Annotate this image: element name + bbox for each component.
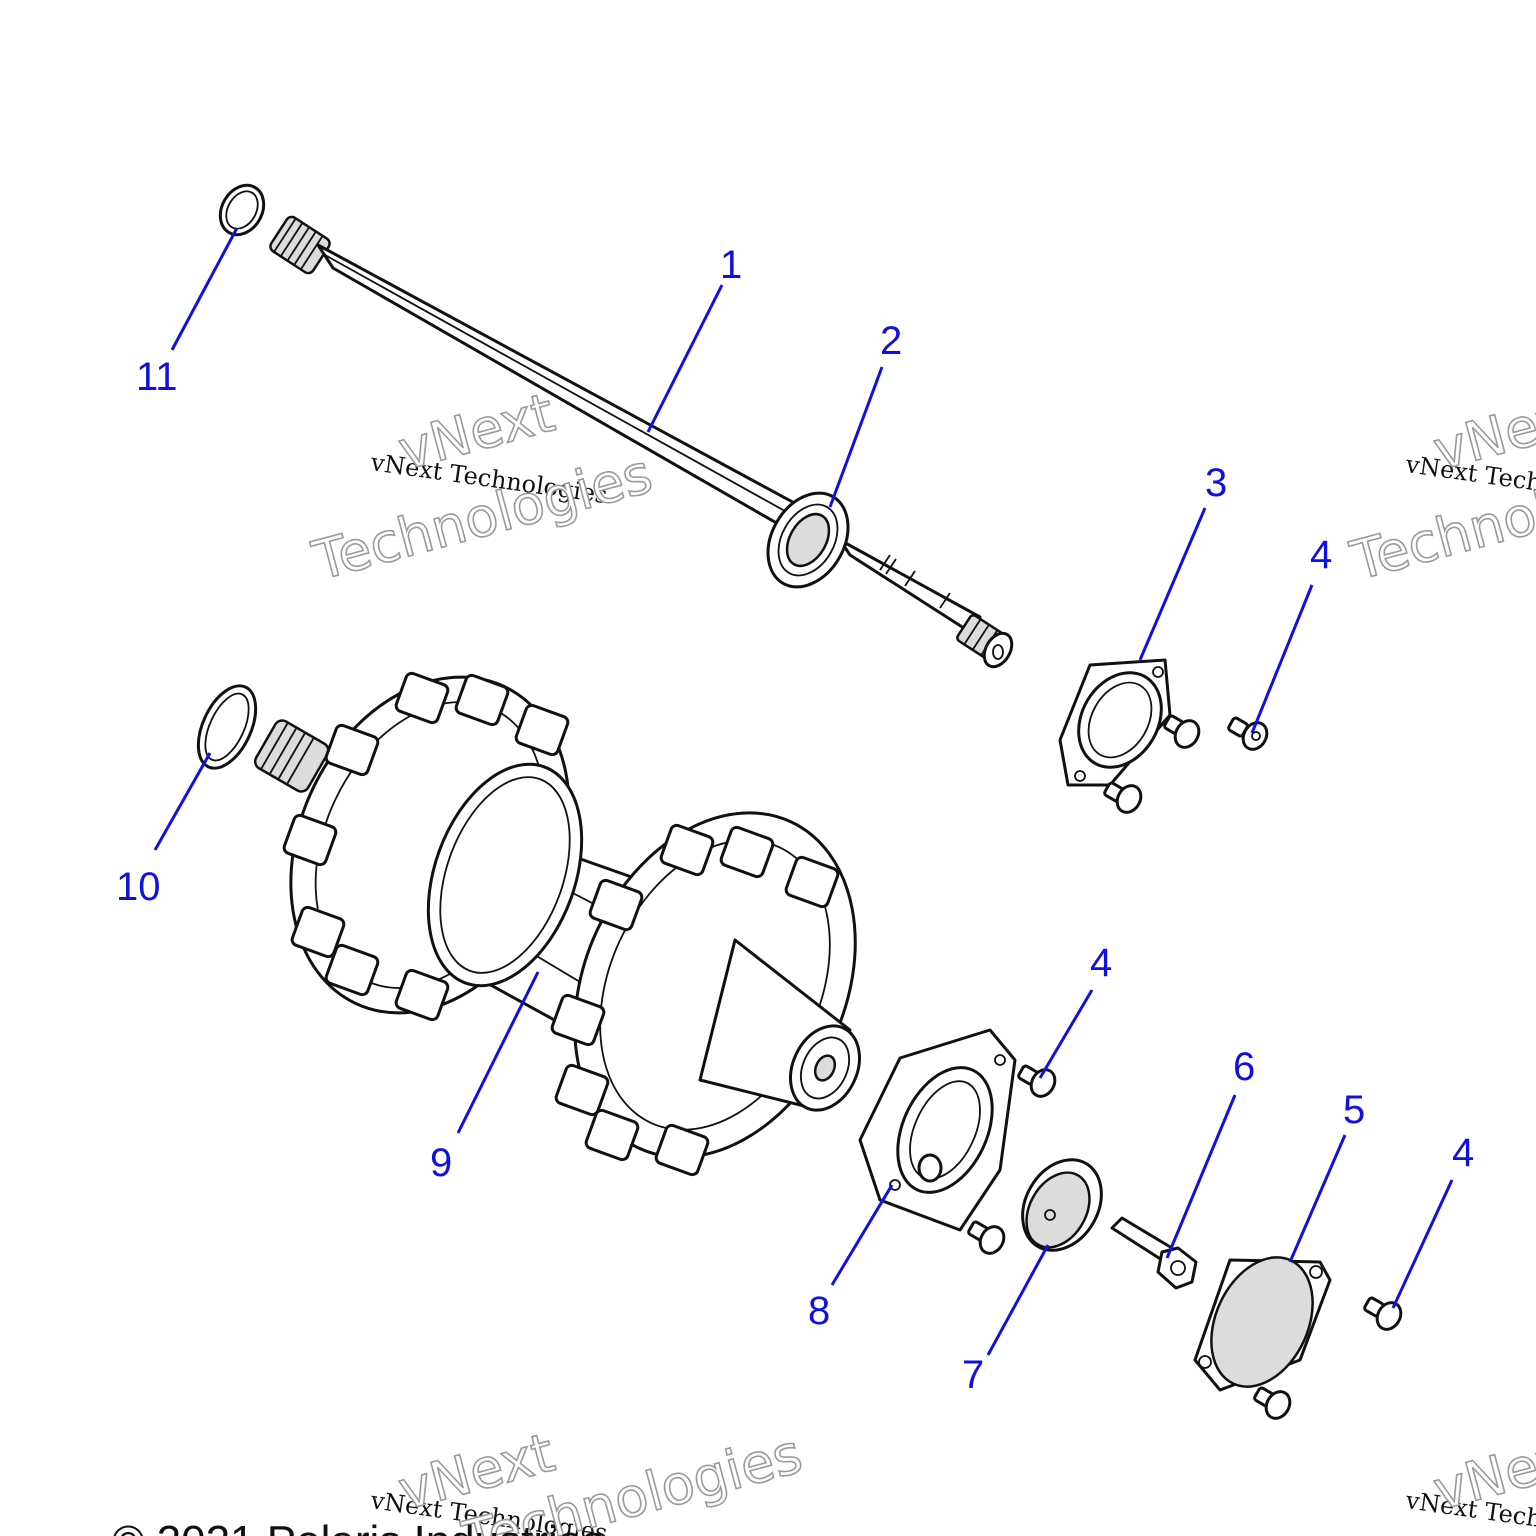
- callout-4b: 4: [1090, 941, 1112, 985]
- end-cover-5: [1193, 1256, 1332, 1392]
- callout-labels: 1 2 3 4 4 4 5 6 7 8 9 10 11: [116, 243, 1474, 1397]
- hex-bolt-6: [1110, 1216, 1198, 1290]
- bearing-2: [766, 491, 850, 589]
- bolt-4-middle: [1017, 1064, 1057, 1098]
- callout-5: 5: [1343, 1088, 1365, 1132]
- bolt-3-lower: [1103, 781, 1143, 814]
- callout-6: 6: [1233, 1045, 1255, 1089]
- callout-10: 10: [116, 865, 161, 909]
- leader-lines: [153, 227, 1454, 1356]
- flange-seal-3: [1058, 658, 1172, 787]
- bolt-5: [1253, 1386, 1292, 1420]
- drive-shaft-1: [269, 215, 1014, 669]
- bearing-housing-8: [858, 1028, 1017, 1232]
- bolt-4-top: [1227, 716, 1269, 751]
- callout-2: 2: [880, 319, 902, 363]
- sprocket-shaft-assembly-9: [253, 671, 861, 1177]
- bolt-8: [967, 1220, 1006, 1255]
- callout-4c: 4: [1452, 1131, 1474, 1175]
- callout-9: 9: [430, 1141, 452, 1185]
- bolt-3-upper: [1163, 714, 1201, 749]
- o-ring-11: [218, 183, 266, 237]
- dust-cap-7: [1021, 1158, 1103, 1252]
- callout-3: 3: [1205, 461, 1227, 505]
- copyright-text: © 2021 Polaris Industries: [112, 1517, 604, 1536]
- callout-1: 1: [720, 243, 742, 287]
- callout-8: 8: [808, 1289, 830, 1333]
- bolt-4-bottom: [1363, 1296, 1403, 1331]
- callout-11: 11: [136, 355, 178, 399]
- o-ring-10: [196, 684, 258, 770]
- callout-4a: 4: [1310, 533, 1332, 577]
- callout-7: 7: [962, 1353, 984, 1397]
